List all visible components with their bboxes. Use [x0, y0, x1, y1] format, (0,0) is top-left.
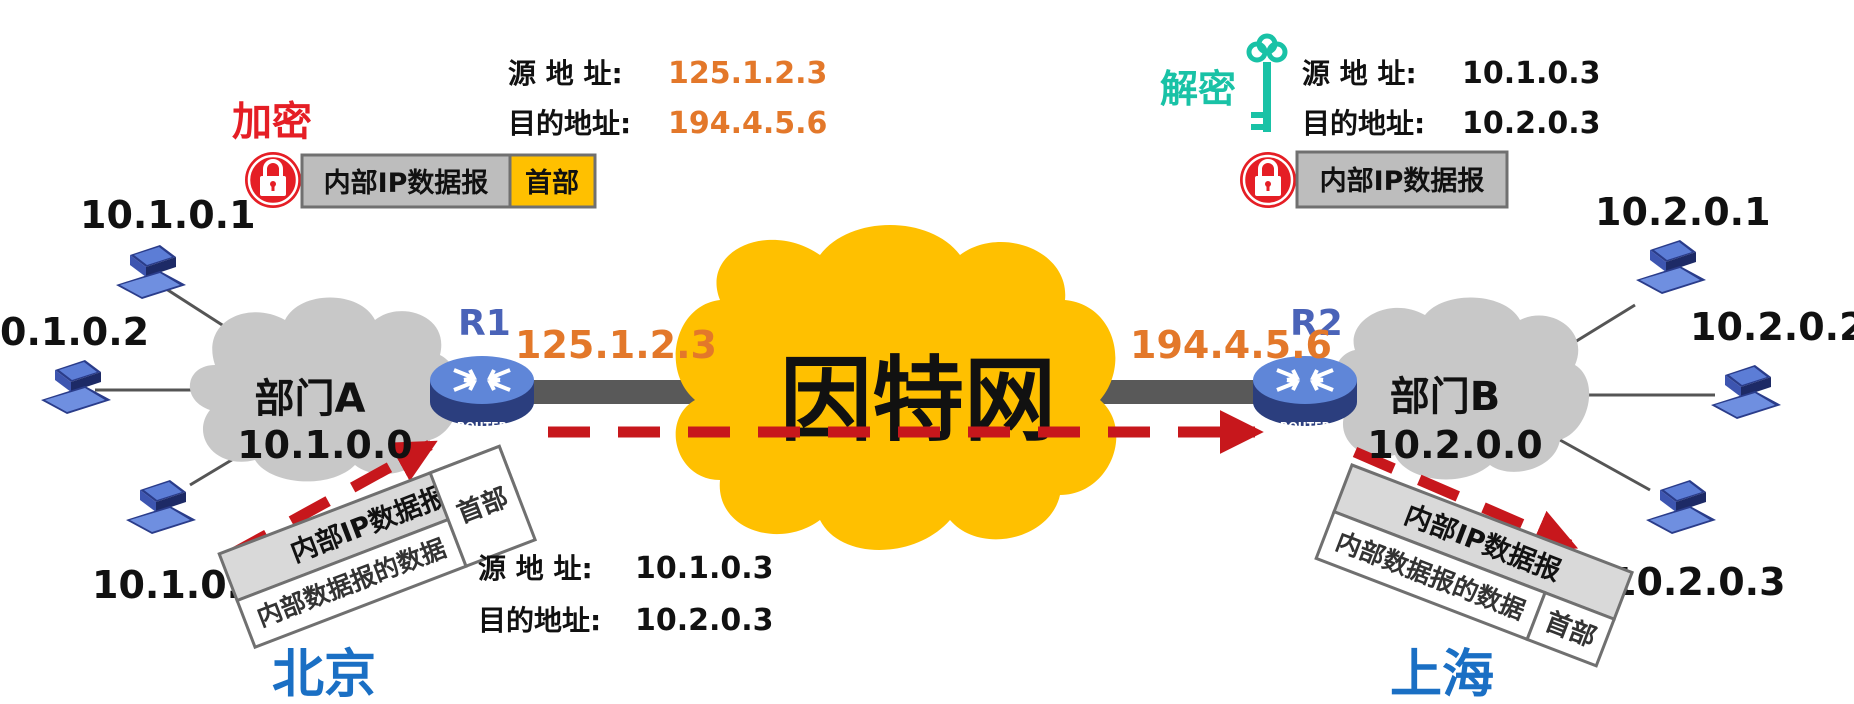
city-beijing: 北京 — [272, 645, 376, 704]
host-links — [95, 283, 1715, 492]
right-dst-label: 目的地址: — [1302, 107, 1425, 140]
dept-a-net: 10.1.0.0 — [237, 423, 413, 467]
host-icon — [126, 480, 196, 534]
host-icon — [41, 360, 111, 414]
inner-src-value: 10.1.0.3 — [635, 551, 774, 586]
outer-body-label: 内部IP数据报 — [324, 167, 489, 199]
encrypt-label: 加密 — [232, 99, 312, 145]
host-icon — [1711, 365, 1781, 419]
host-icon — [1636, 240, 1706, 294]
router-r1-badge: ROUTER — [457, 420, 508, 433]
dept-b-name: 部门B — [1390, 374, 1501, 420]
router-r2-badge: ROUTER — [1280, 420, 1331, 433]
outer-src-value: 125.1.2.3 — [668, 56, 827, 91]
r2-public-ip: 194.4.5.6 — [1130, 323, 1332, 367]
router-r2-name: R2 — [1290, 303, 1343, 344]
key-icon — [1246, 33, 1288, 132]
left-inner-packet: 内部IP数据报 内部数据报的数据 首部 — [217, 444, 538, 650]
router-r1-name: R1 — [458, 303, 511, 344]
host-label: 10.2.0.3 — [1610, 560, 1786, 604]
host-icon — [116, 245, 186, 299]
inner-dst-value: 10.2.0.3 — [635, 603, 774, 638]
right-dst-value: 10.2.0.3 — [1462, 106, 1601, 141]
right-decrypted-packet: 内部IP数据报 — [1295, 150, 1509, 209]
lock-icon — [243, 150, 303, 210]
r1-public-ip: 125.1.2.3 — [515, 323, 717, 367]
egress-arrow — [1352, 446, 1579, 552]
dept-cloud-b — [1333, 297, 1590, 480]
city-shanghai: 上海 — [1390, 645, 1494, 704]
outer-header-label: 首部 — [525, 167, 579, 199]
right-src-label: 源 地 址: — [1302, 57, 1417, 90]
host-label: 0.1.0.2 — [0, 310, 149, 354]
inner-dst-label: 目的地址: — [478, 604, 601, 637]
host-label: 10.1.0.1 — [80, 193, 256, 237]
decrypt-label: 解密 — [1160, 67, 1236, 111]
lock-icon — [1238, 150, 1298, 210]
host-label: 10.2.0.2 — [1690, 305, 1854, 349]
dept-b-net: 10.2.0.0 — [1367, 423, 1543, 467]
right-inner-packet: 内部IP数据报 内部数据报的数据 首部 — [1314, 463, 1635, 668]
outer-dst-label: 目的地址: — [508, 107, 631, 140]
decrypted-body-label: 内部IP数据报 — [1320, 165, 1485, 197]
internet-cloud — [675, 225, 1117, 550]
dept-cloud-a — [189, 297, 460, 482]
outer-src-label: 源 地 址: — [508, 57, 623, 90]
host-icon — [1646, 480, 1716, 534]
host-label: 10.2.0.1 — [1595, 190, 1771, 234]
outer-dst-value: 194.4.5.6 — [668, 106, 827, 141]
internet-label: 因特网 — [780, 347, 1056, 454]
dept-a-name: 部门A — [255, 376, 366, 422]
right-src-value: 10.1.0.3 — [1462, 56, 1601, 91]
inner-src-label: 源 地 址: — [478, 552, 593, 585]
left-outer-packet: 内部IP数据报 首部 — [300, 153, 597, 209]
